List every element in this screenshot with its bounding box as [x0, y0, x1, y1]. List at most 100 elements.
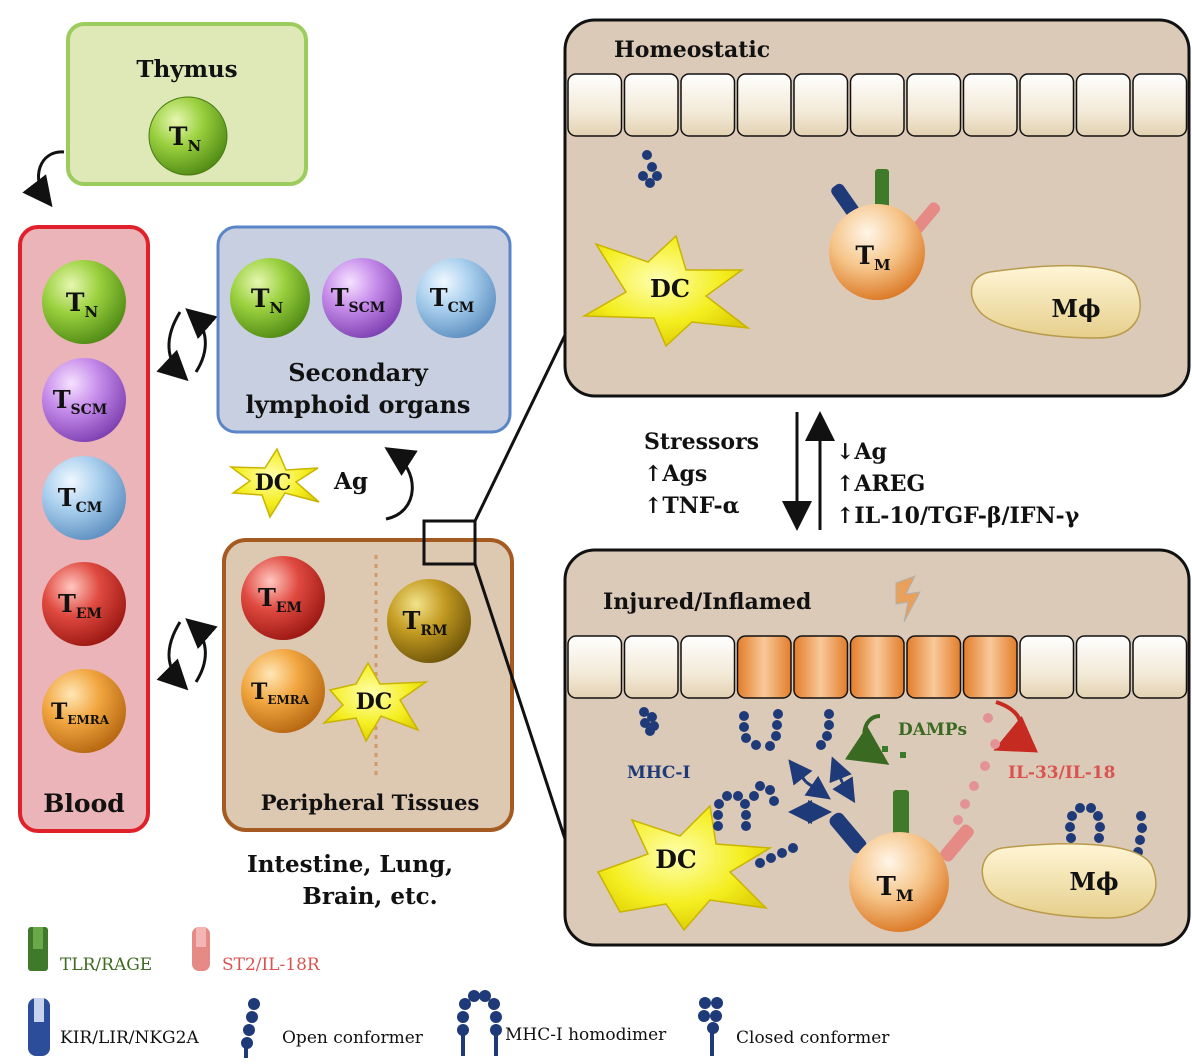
homeostatic-dc: DC [581, 234, 751, 348]
homeostatic-panel: Homeostatic DC TM Mϕ [563, 18, 1191, 398]
ag-down-label: ↓Ag [836, 439, 887, 465]
epithelial-cell [567, 73, 623, 137]
damps-label: DAMPs [898, 720, 967, 740]
svg-text:DC: DC [655, 845, 697, 874]
damp-particle [900, 752, 906, 758]
svg-text:Open conformer: Open conformer [282, 1028, 424, 1048]
legend-open-conformer: Open conformer [241, 998, 424, 1058]
epithelial-cell [906, 73, 962, 137]
thymus-panel: Thymus TN [66, 22, 308, 186]
secondary-lymphoid-panel: TN TSCM TCM Secondary lymphoid organs [216, 225, 512, 434]
svg-text:ST2/IL-18R: ST2/IL-18R [222, 955, 321, 975]
il33-particles [953, 713, 1000, 825]
inflamed-macrophage: Mϕ [981, 843, 1157, 919]
svg-text:Closed conformer: Closed conformer [736, 1028, 890, 1048]
epithelial-cell [736, 73, 792, 137]
secondary-title-line2: lymphoid organs [246, 390, 471, 419]
il33-il18-label: IL-33/IL-18 [1008, 763, 1115, 783]
svg-text:Mϕ: Mϕ [1051, 294, 1100, 323]
peripheral-title: Peripheral Tissues [261, 790, 480, 815]
interaction-arrows [788, 756, 856, 824]
epithelial-cell [1075, 73, 1131, 137]
inflamed-title: Injured/Inflamed [603, 589, 811, 615]
homeostatic-tm-cell: TM [829, 204, 925, 300]
peripheral-tissues-panel: TEM TEMRA TRM DC Peripheral Tissues [222, 538, 514, 832]
thymus-to-blood-arrow [22, 150, 65, 208]
blood-secondary-exchange-arrows [156, 308, 218, 382]
inflamed-tm-cell: TM [849, 832, 949, 932]
inflamed-mhc-open [816, 709, 834, 750]
blood-tscm-cell: TSCM [42, 358, 126, 442]
svg-text:TCM: TCM [430, 283, 475, 316]
svg-text:TM: TM [855, 241, 890, 274]
svg-text:TLR/RAGE: TLR/RAGE [60, 955, 152, 975]
blood-tissue-exchange-arrows [156, 618, 218, 691]
transition-arrows [782, 411, 835, 531]
epithelial-cell [1132, 635, 1188, 699]
inflamed-tm-receptors [829, 790, 974, 862]
epithelial-cell [1075, 635, 1131, 699]
svg-text:MHC-I homodimer: MHC-I homodimer [505, 1025, 667, 1045]
epithelial-cell [567, 635, 623, 699]
secondary-title-line1: Secondary [288, 358, 429, 387]
svg-text:TEM: TEM [258, 583, 302, 616]
cytokines-up-label: ↑IL-10/TGF-β/IFN-γ [836, 503, 1080, 529]
epithelial-cell [623, 635, 679, 699]
svg-text:DC: DC [356, 689, 393, 715]
damps-release-arrow [844, 714, 890, 765]
epithelial-cell [680, 635, 736, 699]
blood-tcm-cell: TCM [42, 456, 126, 540]
epithelial-cell [1019, 635, 1075, 699]
svg-text:TM: TM [876, 872, 913, 905]
svg-text:Mϕ: Mϕ [1069, 867, 1118, 896]
epithelial-cell [906, 635, 962, 699]
homeostatic-title: Homeostatic [614, 37, 770, 63]
epithelial-cell [793, 73, 849, 137]
svg-text:TN: TN [251, 284, 284, 317]
legend-mhc-homodimer: MHC-I homodimer [457, 990, 667, 1056]
epithelial-cell [736, 635, 792, 699]
tissue-temra-cell: TEMRA [241, 649, 325, 733]
damp-particle [882, 746, 888, 752]
homeostatic-epithelium [567, 73, 1188, 137]
homeostatic-mhc-cluster [638, 150, 662, 188]
epithelial-cell [962, 635, 1018, 699]
epithelial-cell [623, 73, 679, 137]
svg-text:DC: DC [650, 274, 690, 303]
svg-text:TN: TN [169, 122, 202, 155]
homeostatic-macrophage: Mϕ [970, 264, 1141, 339]
legend: TLR/RAGE ST2/IL-18R KIR/LIR/NKG2A Open c… [28, 927, 890, 1058]
svg-text:TEM: TEM [58, 589, 102, 622]
thymus-title: Thymus [136, 56, 237, 83]
epithelial-cell [849, 73, 905, 137]
svg-text:KIR/LIR/NKG2A: KIR/LIR/NKG2A [60, 1028, 199, 1048]
legend-closed-conformer: Closed conformer [698, 997, 890, 1056]
zoom-indicator [422, 332, 568, 843]
epithelial-cell [962, 73, 1018, 137]
legend-kir-lir-nkg2a: KIR/LIR/NKG2A [28, 998, 199, 1056]
epithelial-cell [1019, 73, 1075, 137]
inflamed-panel: Injured/Inflamed MHC-I DAMPs [563, 548, 1191, 947]
svg-text:TSCM: TSCM [53, 385, 108, 418]
epithelial-cell [1132, 73, 1188, 137]
dc-mhc-molecules [713, 781, 798, 868]
epithelial-cell [793, 635, 849, 699]
blood-tem-cell: TEM [42, 562, 126, 646]
secondary-tscm-cell: TSCM [322, 258, 402, 338]
svg-text:TCM: TCM [58, 483, 103, 516]
il33-release-arrow [993, 700, 1039, 753]
ags-up-label: ↑Ags [644, 461, 707, 487]
blood-tn-cell: TN [42, 260, 126, 344]
areg-up-label: ↑AREG [836, 471, 925, 497]
secondary-tcm-cell: TCM [416, 258, 496, 338]
legend-tlr-rage: TLR/RAGE [28, 927, 152, 975]
tnf-up-label: ↑TNF-α [644, 493, 740, 519]
tissue-examples-line1: Intestine, Lung, [247, 851, 453, 878]
svg-text:TEMRA: TEMRA [251, 679, 310, 707]
secondary-tn-cell: TN [230, 258, 310, 338]
svg-text:TN: TN [66, 288, 99, 321]
blood-temra-cell: TEMRA [42, 669, 126, 753]
thymus-tn-cell: TN [148, 96, 228, 176]
svg-text:TRM: TRM [403, 606, 448, 639]
